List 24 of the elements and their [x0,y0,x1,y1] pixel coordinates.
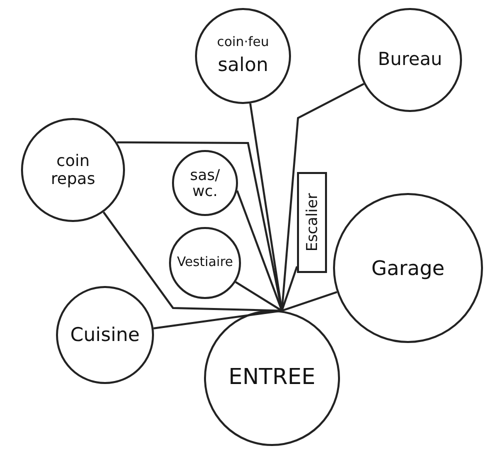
room-bubble [169,227,241,299]
room-bubble [172,150,238,216]
room-label: salon [218,54,268,76]
room-label: Escalier [304,193,320,252]
room-label: Bureau [378,50,442,70]
room-bubble [358,8,462,112]
room-label: ENTREE [228,366,316,390]
connector-line [235,281,282,312]
room-label: coin repas [50,152,96,188]
connector-line [153,310,282,330]
connector-line [280,266,298,312]
connector-line [282,291,338,312]
room-label: Garage [371,257,445,279]
room-label: Vestiaire [177,256,233,270]
room-label: coin·feu [217,36,269,51]
room-rectangle [297,172,327,273]
room-label: sas/ wc. [189,166,221,200]
room-bubble [21,118,125,222]
room-bubble [56,286,154,384]
connector-line [236,190,283,312]
room-bubble [333,193,483,343]
room-bubble [195,8,291,104]
room-label: Cuisine [70,324,140,346]
room-bubble [204,310,340,446]
